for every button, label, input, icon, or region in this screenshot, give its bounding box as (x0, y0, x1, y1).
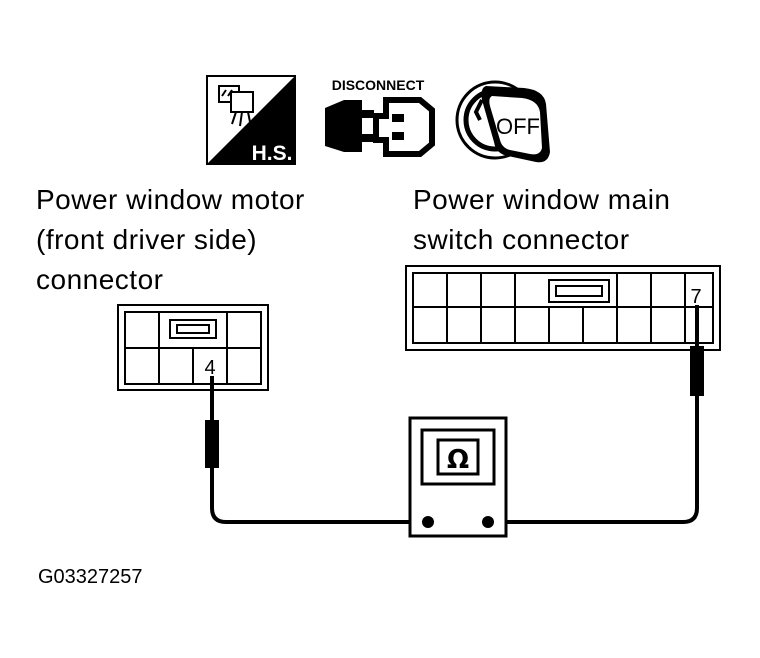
right-probe (488, 305, 704, 524)
switch-connector-label: Power window main switch connector (413, 180, 671, 260)
disconnect-text: DISCONNECT (332, 77, 425, 93)
motor-terminal-4: 4 (204, 357, 215, 379)
figure-code: G03327257 (38, 566, 143, 588)
switch-label-line-2: switch connector (413, 224, 630, 255)
ohm-symbol: Ω (447, 445, 469, 475)
harness-side-icon: H.S. (206, 75, 296, 165)
ignition-off-icon: OFF (455, 80, 550, 163)
disconnect-icon: DISCONNECT (325, 77, 435, 157)
off-text: OFF (496, 114, 540, 139)
switch-label-line-1: Power window main (413, 184, 671, 215)
hs-text: H.S. (252, 142, 293, 165)
meter-terminal-right (482, 516, 494, 528)
left-probe (205, 376, 426, 524)
motor-connector: 4 (117, 304, 269, 391)
meter-terminal-left (422, 516, 434, 528)
switch-terminal-7: 7 (690, 286, 701, 308)
switch-connector: 7 (405, 265, 721, 351)
motor-label-line-1: Power window motor (36, 184, 305, 215)
ohmmeter: Ω (408, 416, 508, 538)
motor-label-line-2: (front driver side) (36, 224, 258, 255)
motor-connector-label: Power window motor (front driver side) c… (36, 180, 305, 300)
motor-label-line-3: connector (36, 264, 164, 295)
